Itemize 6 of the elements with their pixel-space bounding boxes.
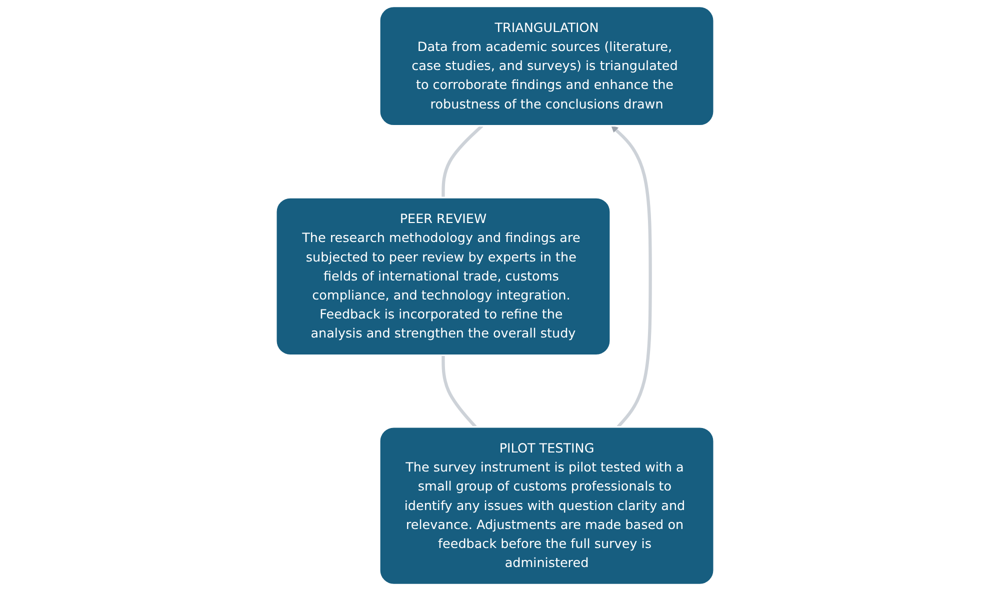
connector bbox=[442, 124, 484, 198]
arrow bbox=[611, 126, 652, 428]
node-box: PEER REVIEW The research methodology and findings are subjected to peer review by experts in the fields of international trade, customs compliance, and technology integration. Feedback is incorporated to refine the analysis and strengthen the overall study bbox=[275, 196, 612, 356]
node-box: TRIANGULATION Data from academic sources (literature, case studies, and surveys) is triangulated to corroborate findings and enhance the robustness of the conclusions drawn bbox=[378, 6, 715, 127]
node-box: PILOT TESTING The survey instrument is pilot tested with a small group of customs professionals to identify any issues with question clarity and relevance. Adjustments are made based on feedback before the full survey is administered bbox=[378, 426, 715, 586]
connector bbox=[442, 355, 477, 428]
